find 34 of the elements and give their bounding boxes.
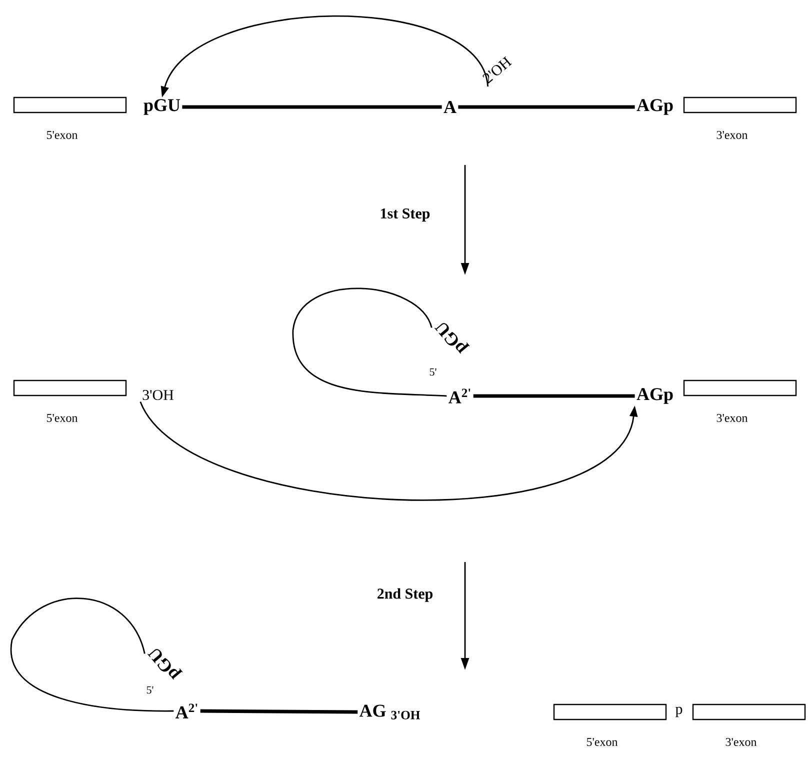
- sequence-label: p: [676, 706, 682, 718]
- exon-box: [692, 704, 806, 720]
- sequence-label: A$^{2'}$: [448, 388, 470, 404]
- sequence-label: AG $_{3'OH}$: [359, 704, 420, 720]
- exon-box: [683, 380, 797, 396]
- step-label: 2nd Step: [378, 588, 433, 602]
- exon-box: [683, 96, 797, 114]
- exon-label: 5'exon: [46, 131, 78, 139]
- end-label: 5': [146, 686, 154, 694]
- exon-box: [553, 704, 667, 720]
- exon-label: 5'exon: [586, 738, 618, 746]
- sequence-label: A: [444, 101, 456, 113]
- sequence-label: AGp: [636, 388, 673, 404]
- exon-label: 5'exon: [46, 414, 78, 422]
- lariat-loop: [292, 288, 447, 397]
- exon-label: 3'exon: [726, 738, 757, 746]
- intron-line: [458, 105, 635, 109]
- sequence-label: A$^{2'}$: [176, 704, 198, 718]
- sequence-label: 3'OH: [142, 390, 174, 400]
- step-label: 1st Step: [381, 208, 430, 222]
- end-label: 5': [430, 368, 436, 376]
- sequence-label: pGU: [144, 99, 180, 115]
- exon-label: 3'exon: [716, 414, 748, 422]
- connector-arrow: [140, 401, 638, 500]
- intron-line: [473, 394, 635, 398]
- intron-line: [182, 105, 442, 109]
- lariat-loop: [10, 598, 174, 712]
- sequence-label: AGp: [636, 99, 673, 115]
- exon-label: 3'exon: [716, 130, 748, 140]
- sequence-label: pGU: [434, 323, 470, 354]
- intron-line: [200, 709, 358, 714]
- exon-box: [13, 380, 127, 396]
- exon-box: [13, 96, 127, 114]
- sequence-label: pGU: [147, 649, 183, 680]
